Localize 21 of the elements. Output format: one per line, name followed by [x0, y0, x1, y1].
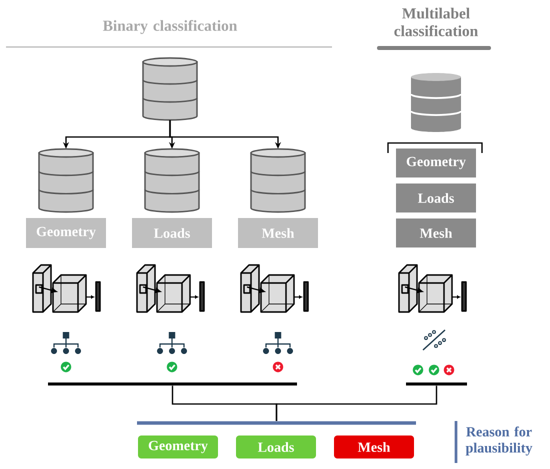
label-box: Loads: [396, 184, 476, 212]
bar: [48, 382, 297, 386]
label-box: Loads: [236, 436, 316, 458]
label-box: Mesh: [238, 218, 318, 248]
database-cylinder: [144, 148, 200, 213]
bar: [406, 382, 467, 386]
connector: [276, 386, 438, 421]
database-cylinder: [410, 73, 462, 132]
heading: Reason for plausibility: [466, 426, 532, 456]
heading: Multilabel classification: [394, 8, 478, 36]
label-box: Geometry: [138, 436, 218, 458]
label-box: Geometry: [396, 148, 476, 178]
label-box: Mesh: [396, 218, 476, 248]
database-cylinder: [250, 148, 306, 213]
bar: [137, 421, 416, 425]
database-cylinder: [38, 148, 94, 213]
label-box: Geometry: [26, 218, 106, 248]
label-box: Loads: [132, 218, 212, 248]
database-cylinder: [142, 57, 198, 121]
heading: Binary classification: [102, 20, 238, 34]
label-box: Mesh: [334, 436, 414, 458]
